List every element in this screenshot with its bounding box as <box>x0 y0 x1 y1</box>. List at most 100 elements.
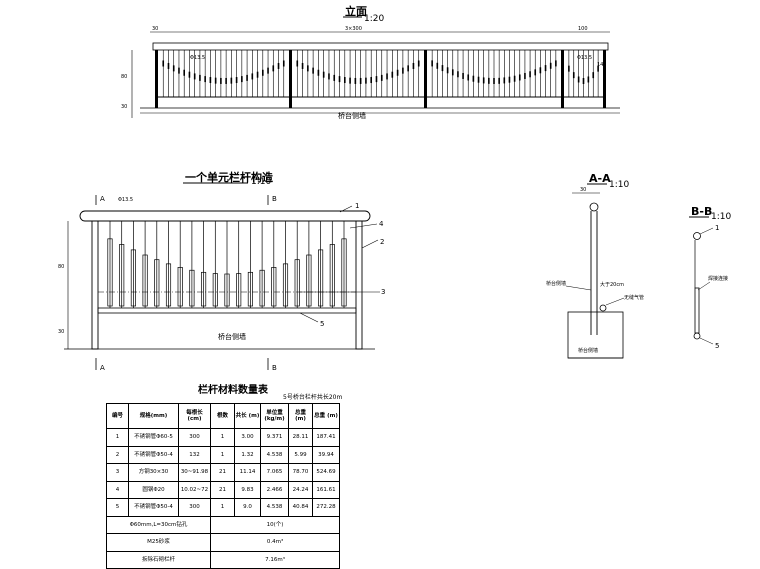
section-aa-scale: 1:10 <box>609 180 629 190</box>
elevation-baluster-knob <box>354 77 357 84</box>
elevation-baluster-knob <box>391 71 394 78</box>
elevation-baluster-knob <box>436 62 439 69</box>
table-cell: 不锈钢管Φ60-5 <box>128 428 179 447</box>
elevation-baluster-knob <box>488 77 490 84</box>
elevation-baluster-knob <box>359 77 362 84</box>
unit-baluster-box <box>329 244 335 307</box>
elevation-baluster-knob <box>412 62 415 69</box>
unit-baluster-box <box>212 273 218 307</box>
elevation-baluster-knob <box>587 76 590 83</box>
elevation-baluster-knob <box>457 71 459 78</box>
elevation-baluster-knob <box>338 76 341 83</box>
table-cell: 3 <box>106 463 129 482</box>
table-cell: 300 <box>178 498 211 517</box>
unit-cut-b-top: B <box>272 195 277 203</box>
unit-baluster-box <box>294 259 300 307</box>
table-header: 单位重 (kg/m) <box>260 403 289 429</box>
elevation-baluster-knob <box>446 67 449 74</box>
elevation-baluster-knob <box>193 73 196 80</box>
elevation-baluster-knob <box>503 77 506 84</box>
unit-title: 一个单元栏杆构造 <box>185 170 274 184</box>
unit-baluster-box <box>341 238 347 307</box>
elevation-baluster-knob <box>225 77 227 84</box>
table-header: 总重 (m) <box>288 403 313 429</box>
elevation-baluster-knob <box>544 65 547 72</box>
table-cell: 2 <box>106 445 129 464</box>
elevation-baluster-knob <box>322 71 325 78</box>
elevation-wall-label: 桥台侧墙 <box>338 111 366 120</box>
elevation-baluster-knob <box>349 77 351 84</box>
table-cell: 28.11 <box>288 428 313 447</box>
table-cell: 30~91.98 <box>178 463 211 482</box>
elevation-dim-top: 30 <box>152 26 158 32</box>
table-cell: 1 <box>210 498 235 517</box>
elevation-baluster-knob <box>568 65 570 72</box>
elevation-baluster-knob <box>209 77 212 84</box>
table-cell: 11.14 <box>234 463 261 482</box>
section-bb-scale: 1:10 <box>711 212 731 222</box>
table-cell: 1 <box>106 428 129 447</box>
elevation-dim-end: 100 <box>578 26 588 32</box>
elevation-baluster-knob <box>344 77 346 84</box>
section-aa-wall-label: 桥台侧墙 <box>546 280 566 287</box>
table-cell: 4.538 <box>260 445 289 464</box>
table-cell: 9.0 <box>234 498 261 517</box>
table-cell: 方钢30×30 <box>128 463 179 482</box>
table-cell: 7.065 <box>260 463 289 482</box>
elevation-baluster-knob <box>241 76 243 83</box>
unit-baluster-box <box>271 267 277 307</box>
elevation-baluster-knob <box>251 73 254 80</box>
unit-baluster-box <box>189 269 195 307</box>
elevation-baluster-knob <box>493 78 495 84</box>
elevation-baluster-knob <box>431 60 433 67</box>
elevation-dim-h: 80 <box>121 74 127 80</box>
table-cell: 圆钢Φ20 <box>128 480 179 499</box>
elevation-baluster-knob <box>582 78 585 84</box>
elevation-baluster-knob <box>188 71 191 78</box>
elevation-baluster-knob <box>539 67 542 74</box>
table-header: 总重 (m) <box>312 403 340 429</box>
elevation-baluster-knob <box>498 77 500 84</box>
elevation-baluster-knob <box>402 67 404 74</box>
table-cell: 39.94 <box>312 445 340 464</box>
table-cell: 1.32 <box>234 445 261 464</box>
elevation-baluster-knob <box>555 60 557 67</box>
section-bb-title: B-B <box>691 205 712 218</box>
elevation-dim-pipe-right: Φ13.5 <box>577 55 592 61</box>
unit-callout-1: 1 <box>355 202 359 210</box>
elevation-baluster-knob <box>307 65 309 72</box>
elevation-dim-base: 30 <box>121 104 127 110</box>
unit-baluster-box <box>318 249 324 307</box>
elevation-post <box>289 50 292 108</box>
elevation-baluster-knob <box>513 75 516 82</box>
table-cell: 78.70 <box>288 463 313 482</box>
table-cell: 9.371 <box>260 428 289 447</box>
elevation-post <box>603 50 606 108</box>
elevation-baluster-knob <box>167 62 170 69</box>
elevation-baluster-knob <box>417 60 420 67</box>
elevation-handrail <box>152 42 609 51</box>
table-cell: 10.02~72 <box>178 480 211 499</box>
unit-scale: 1:10 <box>251 177 271 187</box>
elevation-baluster-knob <box>296 60 299 67</box>
table-cell: 161.61 <box>312 480 340 499</box>
section-aa-weld-label: 无缝气管 <box>624 294 644 301</box>
elevation-baluster-knob <box>386 73 388 80</box>
unit-cut-b-bottom: B <box>272 364 277 372</box>
elevation-baluster-knob <box>172 65 175 72</box>
unit-baluster-box <box>201 271 207 307</box>
elevation-baluster-knob <box>204 76 206 83</box>
elevation-baluster-knob <box>534 69 537 76</box>
elevation-baluster-knob <box>524 72 526 79</box>
elevation-dim-span: 3×300 <box>345 26 362 32</box>
elevation-baluster-knob <box>375 76 378 83</box>
unit-baluster-box <box>306 254 312 307</box>
materials-table: 编号 规格(mm) 每根长 (cm) 根数 共长 (m) 单位重 (kg/m) … <box>106 403 340 569</box>
table-cell: Φ60mm,L=30cm钻孔 <box>106 515 211 534</box>
section-aa: A-A 1:10 30 桥台侧墙 大于20cm 无缝气管 桥台侧墙 <box>546 172 644 359</box>
